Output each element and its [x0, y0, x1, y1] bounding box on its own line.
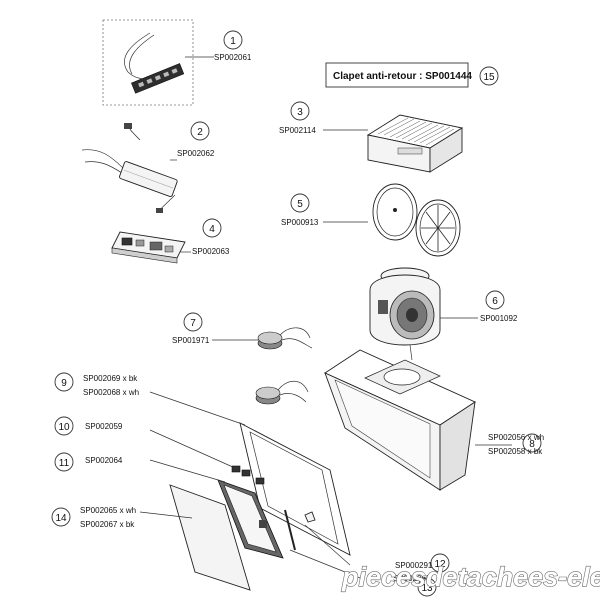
ref-part-7: SP001971: [172, 336, 210, 345]
ref-part-4: SP002063: [192, 247, 230, 256]
callout-4: 4: [209, 224, 215, 235]
ref-part-9-bk: SP002069 x bk: [83, 374, 138, 383]
callout-11: 11: [59, 458, 70, 469]
ref-part-9-wh: SP002068 x wh: [83, 388, 139, 397]
ref-part-11: SP002064: [85, 456, 123, 465]
part-12-13-small-parts: [284, 509, 316, 551]
site-watermark: piecesdetachees-elec.com: [341, 562, 600, 592]
ref-part-3: SP002114: [279, 126, 316, 135]
callout-5: 5: [297, 199, 303, 210]
callout-9: 9: [61, 378, 67, 389]
part-3-filter-cassette: [366, 114, 464, 173]
ref-part-8-wh: SP002056 x wh: [488, 433, 544, 442]
part-7-lamp-holders: [255, 327, 313, 405]
clapet-anti-retour-label: Clapet anti-retour : SP001444: [333, 71, 472, 82]
callout-15: 15: [483, 72, 495, 83]
callout-1: 1: [230, 36, 236, 47]
ref-part-13: SP002063: [393, 574, 431, 583]
callout-3: 3: [297, 107, 303, 118]
part-4-circuit-board: [111, 231, 186, 264]
ref-part-12: SP000291: [395, 561, 433, 570]
ref-part-10: SP002059: [85, 422, 123, 431]
part-6-motor: [369, 267, 441, 361]
callout-7: 7: [190, 318, 196, 329]
part-1-led-light: [102, 19, 194, 106]
ref-part-6: SP001092: [480, 314, 518, 323]
callout-6: 6: [492, 296, 498, 307]
callout-8: 8: [529, 439, 535, 450]
ref-part-8-bk: SP002058 x bk: [488, 447, 543, 456]
part-10-switches: [231, 465, 265, 485]
callout-13: 13: [421, 583, 433, 594]
ref-part-2: SP002062: [177, 149, 215, 158]
callout-2: 2: [197, 127, 203, 138]
ref-part-1: SP002061: [214, 53, 252, 62]
callout-10: 10: [58, 422, 70, 433]
ref-part-14-bk: SP002067 x bk: [80, 520, 135, 529]
part-8-hood-housing: [324, 349, 476, 491]
callout-12: 12: [434, 559, 446, 570]
ref-part-14-wh: SP002065 x wh: [80, 506, 136, 515]
ref-part-5: SP000913: [281, 218, 319, 227]
part-11-inner-panel: [217, 479, 284, 559]
callout-14: 14: [55, 513, 67, 524]
part-2-transformer: [81, 123, 178, 213]
part-14-glass-panel: [169, 484, 251, 591]
part-5-carbon-filters: [372, 183, 461, 257]
